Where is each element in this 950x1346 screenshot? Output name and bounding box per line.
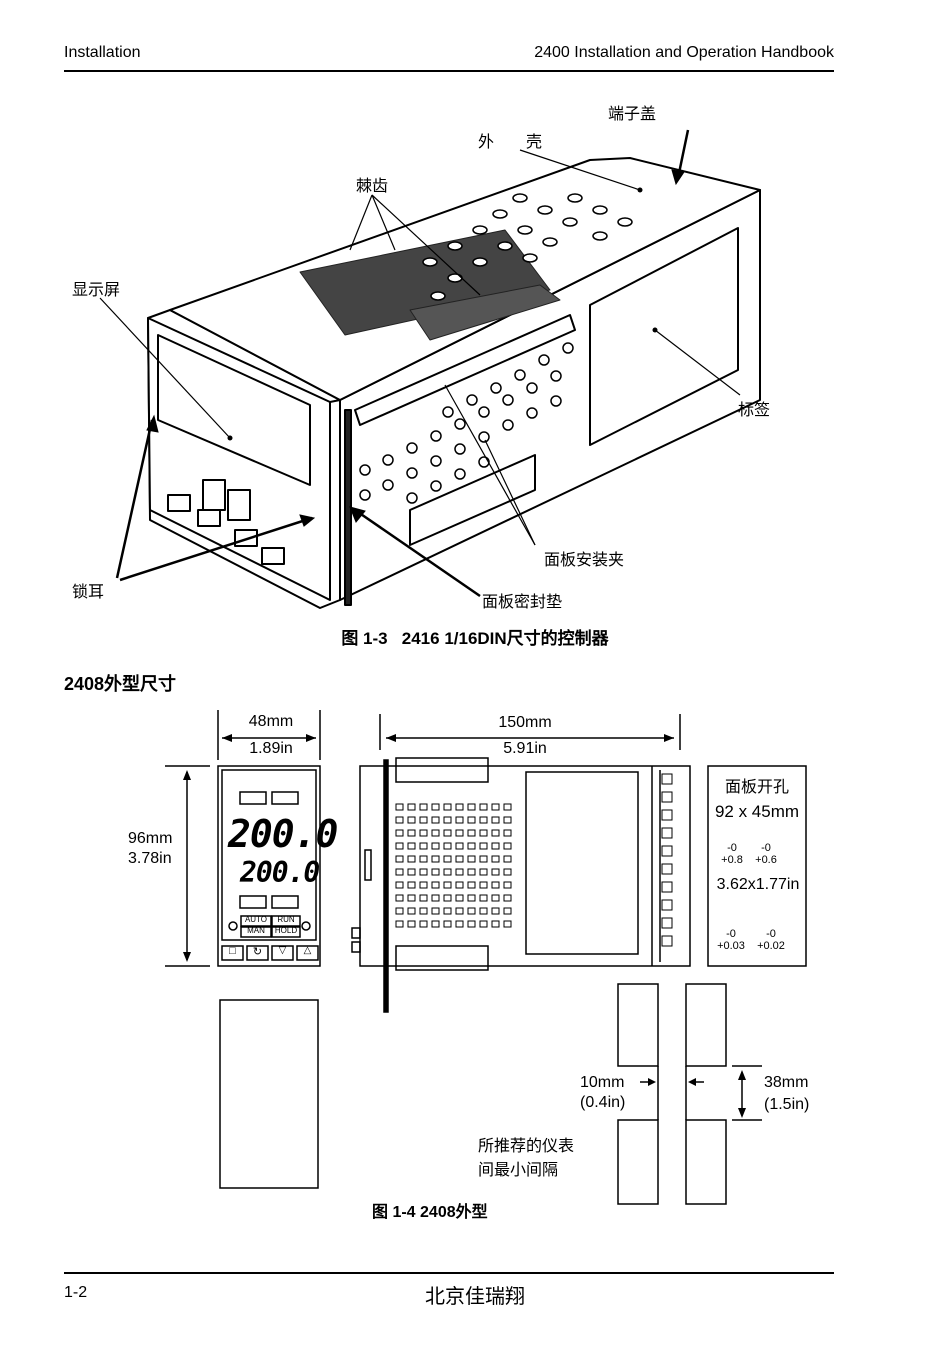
footer-company: 北京佳瑞翔 <box>425 1284 525 1308</box>
hold-button-label: HOLD <box>274 926 298 935</box>
label-panel-gasket: 面板密封垫 <box>482 592 563 611</box>
label-panel-clips: 面板安装夹 <box>544 550 625 569</box>
man-button-label: MAN <box>247 926 265 935</box>
spacing-v-in: (1.5in) <box>764 1096 810 1113</box>
run-button-label: RUN <box>277 915 295 924</box>
spacing-note-line-2: 间最小间隔 <box>478 1160 559 1179</box>
up-arrow-icon: △ <box>303 945 312 956</box>
width-mm: 48mm <box>248 713 294 730</box>
spacing-h-in: (0.4in) <box>580 1094 626 1111</box>
cutout-tol4-b: +0.02 <box>757 940 785 952</box>
depth-in: 5.91in <box>503 740 547 757</box>
page-number: 1-2 <box>64 1284 88 1301</box>
page-icon: □ <box>229 945 236 957</box>
scroll-icon: ↻ <box>252 946 263 958</box>
label-label: 标签 <box>738 400 771 419</box>
label-latching-ears: 锁耳 <box>72 582 105 601</box>
label-housing: 外 壳 <box>478 132 543 151</box>
spacing-h-mm: 10mm <box>580 1074 625 1091</box>
header-book-title: 2400 Installation and Operation Handbook <box>534 44 834 61</box>
cutout-tol4-a: -0 <box>766 928 776 940</box>
label-ratchets: 棘齿 <box>356 176 389 195</box>
figure-13-caption: 图 1-3 2416 1/16DIN尺寸的控制器 <box>341 629 609 648</box>
cutout-title: 面板开孔 <box>724 777 789 796</box>
cutout-tol2-b: +0.6 <box>755 854 777 866</box>
cutout-tol1-a: -0 <box>727 842 737 854</box>
cutout-tol2-a: -0 <box>761 842 771 854</box>
label-terminal-cover: 端子盖 <box>608 104 657 123</box>
spacing-v-mm: 38mm <box>764 1074 809 1091</box>
cutout-size-in: 3.62x1.77in <box>716 876 800 893</box>
depth-mm: 150mm <box>498 714 552 731</box>
header-rule <box>64 70 834 72</box>
down-arrow-icon: ▽ <box>278 945 287 956</box>
cutout-tol1-b: +0.8 <box>721 854 743 866</box>
controller-illustration <box>99 129 761 609</box>
width-in: 1.89in <box>249 740 293 757</box>
height-in: 3.78in <box>128 850 172 867</box>
cutout-tol3-a: -0 <box>726 928 736 940</box>
label-display: 显示屏 <box>72 280 121 299</box>
footer-rule <box>64 1272 834 1274</box>
cutout-tol3-b: +0.03 <box>717 940 745 952</box>
setpoint-display: 200.0 <box>240 856 320 889</box>
section-title: 2408外型尺寸 <box>64 674 177 694</box>
header-section-title: Installation <box>64 44 141 61</box>
spacing-note-line-1: 所推荐的仪表 <box>478 1136 575 1155</box>
dimension-drawing <box>165 710 807 1205</box>
process-value-display: 200.0 <box>228 812 338 856</box>
auto-button-label: AUTO <box>244 915 268 924</box>
cutout-size-mm: 92 x 45mm <box>714 802 800 821</box>
height-mm: 96mm <box>128 830 173 847</box>
figure-14-caption: 图 1-4 2408外型 <box>372 1204 488 1221</box>
